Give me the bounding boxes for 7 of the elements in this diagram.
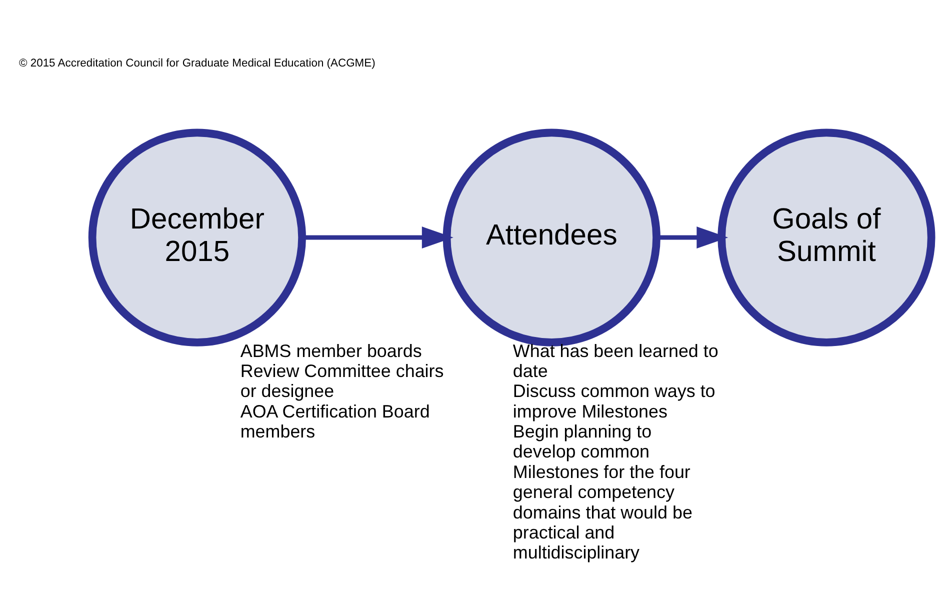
node-label: Review Committee chairs or designee	[240, 360, 444, 401]
label: © 2015 Accreditation Council for Graduate Medical Education (ACGME)	[19, 56, 376, 69]
node-label: Discuss common ways to improve Milestones	[512, 380, 716, 421]
node-circle: December 2015	[88, 128, 306, 346]
node-circle: Goals of Summit	[718, 128, 936, 346]
node-label: Begin planning to develop common Milestones for the four general competency domains that would be practical and multidisciplinary	[512, 421, 692, 562]
node-label: AOA Certification Board members	[240, 400, 430, 442]
